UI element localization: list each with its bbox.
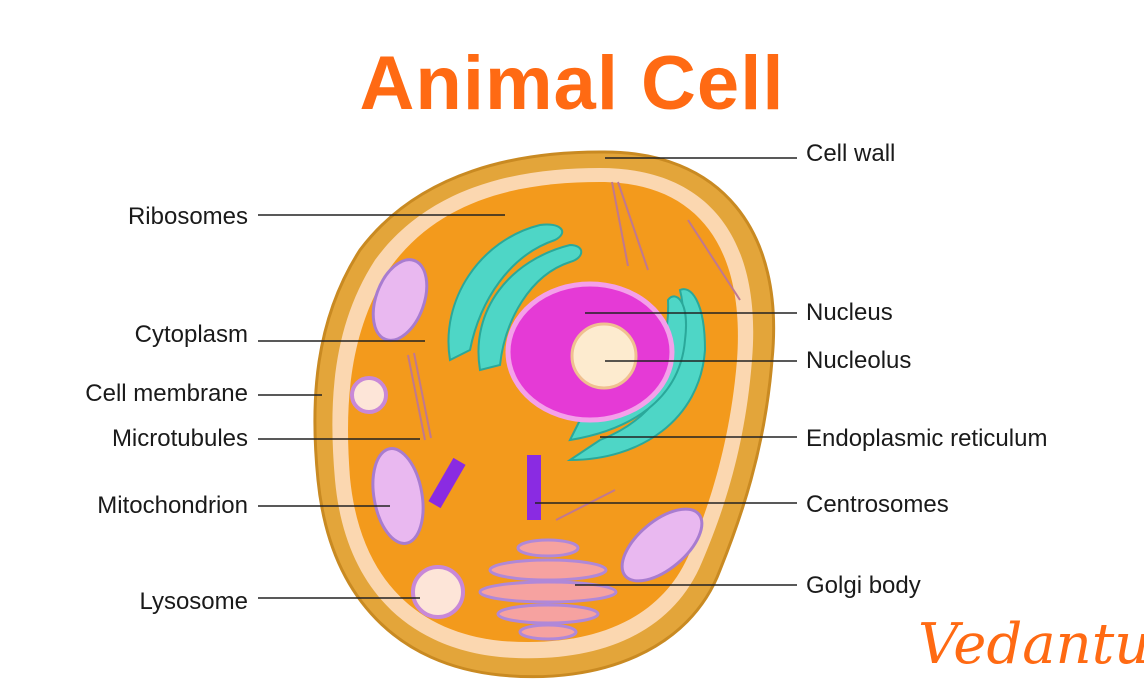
nucleolus bbox=[570, 322, 638, 390]
label-centrosomes: Centrosomes bbox=[806, 491, 949, 518]
endoplasmic-reticulum bbox=[447, 223, 707, 462]
label-ribosomes: Ribosomes bbox=[127, 203, 248, 230]
label-microtubules: Microtubules bbox=[111, 425, 248, 452]
label-endoplasmic-reticulum: Endoplasmic reticulum bbox=[806, 425, 1048, 452]
leader-lines bbox=[258, 157, 797, 599]
label-cell-wall: Cell wall bbox=[806, 140, 896, 167]
label-lysosome: Lysosome bbox=[139, 588, 249, 615]
label-nucleolus: Nucleolus bbox=[806, 347, 912, 374]
label-nucleus: Nucleus bbox=[806, 299, 893, 326]
lysosomes bbox=[350, 376, 465, 619]
label-golgi-body: Golgi body bbox=[806, 572, 921, 599]
label-cytoplasm: Cytoplasm bbox=[134, 321, 248, 348]
golgi-body bbox=[478, 538, 618, 641]
label-mitochondrion: Mitochondrion bbox=[97, 492, 248, 519]
vedantu-logo: Vedantu bbox=[918, 612, 1144, 677]
label-cell-membrane: Cell membrane bbox=[85, 380, 248, 407]
microtubules bbox=[407, 181, 741, 521]
mitochondria bbox=[371, 258, 704, 583]
diagram-title: Animal Cell bbox=[359, 41, 785, 126]
